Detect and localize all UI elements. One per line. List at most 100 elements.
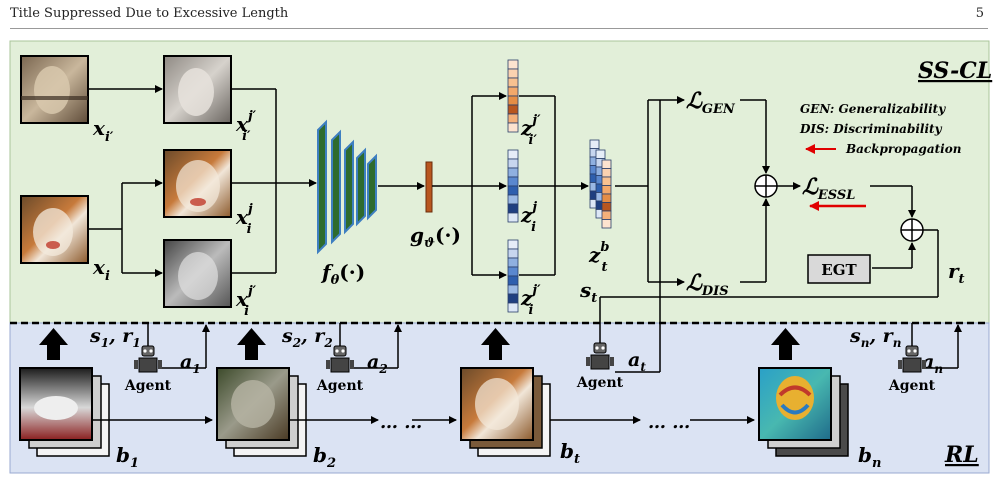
- head-to-embedding-arrows: [432, 92, 589, 279]
- embedding-cell: [507, 212, 519, 223]
- embedding-cell: [589, 139, 600, 149]
- augmentation-arrows: [88, 85, 317, 277]
- embedding-cell: [507, 176, 519, 187]
- embedding-cell: [507, 167, 519, 178]
- label-s2-r2: s2, r2: [281, 325, 333, 350]
- image-alpaca: [20, 55, 89, 124]
- embedding-z-iprime-jprime: [507, 59, 519, 133]
- embedding-to-loss-arrows: [615, 96, 685, 286]
- stack-bn: [758, 367, 849, 457]
- embedding-cell: [507, 275, 519, 286]
- embedding-cell: [507, 149, 519, 160]
- running-title: Title Suppressed Due to Excessive Length: [10, 6, 289, 21]
- embedding-cell: [507, 248, 519, 259]
- stack-bt: [460, 367, 551, 457]
- label-r-t: rt: [948, 259, 965, 287]
- label-g-vartheta: gϑ(·): [410, 223, 461, 251]
- label-bt: bt: [560, 439, 580, 467]
- robot-icon: [326, 341, 354, 373]
- label-b2: b2: [313, 443, 336, 471]
- embedding-cell: [601, 202, 612, 212]
- label-x-i-prime: xi′: [92, 116, 114, 145]
- agent-label: Agent: [124, 378, 172, 394]
- label-b1: b1: [116, 443, 139, 471]
- label-s-t: st: [579, 278, 597, 306]
- embedding-cell: [507, 86, 519, 97]
- label-a1: a1: [180, 351, 201, 376]
- robot-icon: [134, 341, 162, 373]
- embedding-cell: [507, 293, 519, 304]
- sum-node-reward: [900, 218, 924, 242]
- label-x-i: xi: [92, 255, 110, 284]
- embedding-cell: [595, 149, 606, 159]
- egt-label: EGT: [821, 261, 857, 279]
- embedding-cell: [601, 219, 612, 229]
- label-a2: a2: [367, 351, 388, 376]
- embedding-cell: [507, 185, 519, 196]
- sum-node-essl: [754, 174, 778, 198]
- egt-box: EGT: [807, 254, 871, 284]
- label-sn-rn: sn, rn: [849, 325, 901, 350]
- agent-label: Agent: [888, 378, 936, 394]
- label-x-i-jprime: xj′i: [235, 284, 257, 319]
- image-husky-aug-gray: [163, 239, 232, 308]
- embedding-cell: [507, 158, 519, 169]
- projection-head-g: gϑ(·): [410, 161, 461, 251]
- page-number: 5: [975, 6, 984, 21]
- embedding-cell: [507, 239, 519, 250]
- loss-essl: ℒESSL: [802, 174, 855, 203]
- legend-gen: GEN: Generalizability: [800, 102, 946, 116]
- label-s1-r1: s1, r1: [89, 325, 141, 350]
- stack-b2: [216, 367, 307, 457]
- legend-backprop: Backpropagation: [845, 142, 961, 156]
- embedding-cell: [601, 159, 612, 169]
- embedding-cell: [601, 193, 612, 203]
- embedding-cell: [601, 210, 612, 220]
- loss-gen: ℒGEN: [686, 88, 736, 117]
- header-rule: [10, 28, 988, 29]
- embedding-cell: [507, 68, 519, 79]
- encoder-f-theta: fθ(·): [317, 119, 377, 288]
- loss-to-sum-arrows: [740, 99, 801, 283]
- embedding-cell: [507, 203, 519, 214]
- label-z-iprime-jprime: zj′i′: [520, 113, 541, 148]
- label-f-theta: fθ(·): [320, 260, 365, 288]
- embedding-cell: [507, 257, 519, 268]
- embedding-cell: [507, 266, 519, 277]
- embedding-cell: [507, 122, 519, 133]
- label-z-i-jprime: zj′i: [520, 283, 541, 318]
- embedding-cell: [601, 185, 612, 195]
- label-bn: bn: [858, 443, 881, 471]
- label-at: at: [628, 349, 646, 374]
- rl-label: RL: [944, 442, 979, 468]
- legend-dis: DIS: Discriminability: [799, 122, 943, 136]
- ss-cl-label: SS-CL: [918, 58, 992, 84]
- embedding-cell: [507, 284, 519, 295]
- ellipsis-2: … …: [648, 412, 690, 433]
- embedding-cell: [507, 77, 519, 88]
- embedding-cell: [601, 176, 612, 186]
- essl-to-reward-arrows: [600, 185, 939, 298]
- embedding-cell: [507, 302, 519, 313]
- image-husky: [20, 195, 89, 264]
- embedding-cell: [507, 194, 519, 205]
- agent-label: Agent: [316, 378, 364, 394]
- robot-icon: [586, 338, 614, 370]
- embedding-z-i-j: [507, 149, 519, 223]
- legend: GEN: Generalizability DIS: Discriminabil…: [799, 102, 961, 156]
- thick-up-arrows: [39, 328, 800, 360]
- label-x-iprime-jprime: xj′i′: [235, 109, 257, 144]
- image-alpaca-aug: [163, 55, 232, 124]
- embedding-batch-z-t-b: [589, 139, 612, 229]
- embedding-cell: [507, 59, 519, 70]
- embedding-cell: [507, 104, 519, 115]
- page-header: Title Suppressed Due to Excessive Length…: [10, 2, 990, 28]
- embedding-z-i-jprime: [507, 239, 519, 313]
- embedding-cell: [601, 168, 612, 178]
- ellipsis-1: … …: [380, 412, 422, 433]
